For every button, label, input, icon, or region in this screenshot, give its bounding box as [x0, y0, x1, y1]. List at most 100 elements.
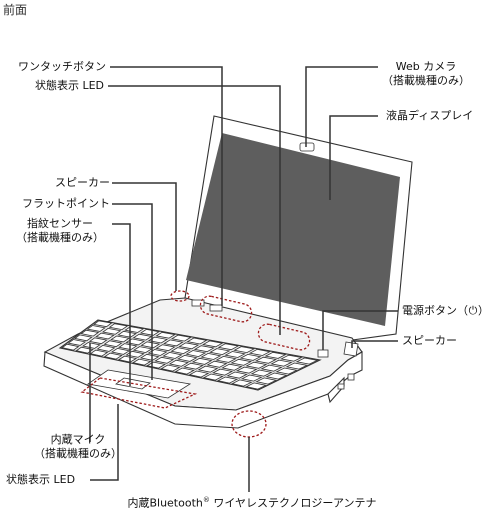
keyboard-key [174, 367, 195, 375]
keyboard-key [86, 325, 106, 332]
keyboard-key [73, 334, 93, 342]
keyboard-key [96, 344, 116, 352]
label-webcam-line2: （搭載機種のみ） [382, 74, 470, 87]
leader-speaker-left [112, 182, 177, 291]
label-bluetooth-reg: ® [202, 496, 210, 504]
keyboard-key [89, 349, 109, 357]
label-bluetooth-prefix: 内蔵Bluetooth [127, 496, 203, 510]
keyboard-key [248, 348, 271, 356]
keyboard-key [212, 368, 234, 376]
label-fingerprint-line1: 指紋センサー [27, 217, 93, 230]
label-status-led-top: 状態表示 LED [34, 79, 104, 92]
keyboard-key [193, 345, 215, 353]
keyboard-key [93, 320, 113, 328]
keyboard-key [245, 382, 267, 390]
keyboard-key [125, 338, 146, 346]
label-bluetooth-suffix: ワイヤレステクノロジーアンテナ [209, 496, 377, 510]
section-title: 前面 [3, 3, 28, 17]
label-fingerprint-line2: （搭載機種のみ） [16, 231, 104, 244]
keyboard-key [178, 342, 200, 350]
keyboard-key [176, 354, 198, 362]
keyboard-key [230, 358, 253, 366]
port [337, 383, 345, 390]
keyboard-key [81, 342, 101, 349]
keyboard-key [95, 332, 115, 340]
label-internal-mic: 内蔵マイク （搭載機種のみ） [26, 433, 130, 461]
keyboard-key [280, 354, 303, 362]
label-internal-mic-line2: （搭載機種のみ） [34, 447, 122, 460]
keyboard-key [139, 328, 160, 336]
leader-fingerprint [112, 223, 131, 386]
label-speaker-right: スピーカー [402, 334, 457, 347]
keyboard-key [155, 344, 176, 352]
label-power-text: 電源ボタン（ [402, 304, 468, 317]
keyboard-key [140, 341, 161, 349]
callout-speaker-left [170, 290, 190, 302]
keyboard-key [163, 339, 184, 347]
keyboard-key [191, 357, 213, 365]
keyboard-key [75, 346, 94, 354]
keyboard-key [170, 347, 191, 355]
keyboard-key [162, 351, 183, 359]
keyboard-key [160, 364, 181, 372]
keyboard-key [250, 369, 273, 377]
label-webcam-line1: Web カメラ [395, 60, 457, 73]
keyboard-key [215, 355, 237, 363]
keyboard-key [80, 329, 100, 337]
leader-speaker-right [351, 340, 398, 348]
keyboard-key [200, 352, 222, 360]
leader-webcam [305, 66, 378, 147]
port [347, 373, 355, 381]
keyboard-key [202, 373, 224, 381]
keyboard-key [103, 352, 123, 360]
leader-lcd [329, 115, 378, 200]
keyboard-key [275, 367, 298, 375]
label-bluetooth-antenna: 内蔵Bluetooth® ワイヤレステクノロジーアンテナ [112, 493, 392, 511]
keyboard-key [183, 362, 204, 370]
keyboard-key [147, 336, 169, 344]
keyboard-key [197, 365, 219, 373]
keyboard-key [265, 372, 288, 380]
keyboard-key [110, 347, 131, 355]
keyboard-key [245, 361, 268, 369]
keyboard-key [170, 334, 192, 342]
keyboard-keys [61, 320, 319, 390]
keyboard-key [186, 337, 208, 345]
one-touch-button [191, 299, 205, 307]
power-button [317, 349, 329, 358]
callout-flat-point [80, 377, 198, 409]
keyboard-key [217, 343, 240, 351]
keyboard-key [202, 340, 224, 348]
label-lcd-display: 液晶ディスプレイ [386, 109, 474, 122]
keyboard-key [88, 337, 108, 345]
keyboard-key [239, 353, 262, 361]
keyboard-key [147, 349, 168, 356]
laptop-illustration [43, 115, 413, 429]
leader-status-led-bottom [90, 404, 119, 481]
label-one-touch-button: ワンタッチボタン [18, 60, 106, 73]
label-fingerprint-sensor: 指紋センサー （搭載機種のみ） [8, 217, 112, 245]
keyboard-key [155, 331, 176, 339]
webcam [299, 142, 315, 152]
leader-flat-point [112, 203, 153, 380]
one-touch-button [209, 304, 223, 312]
keyboard-key [260, 364, 283, 372]
keyboard-key [221, 363, 243, 371]
keyboard-key [209, 348, 231, 356]
keyboard-key [67, 339, 87, 346]
leader-one-touch [110, 66, 223, 306]
keyboard-key [285, 362, 309, 370]
keyboard-key [224, 351, 246, 358]
keyboard-key [108, 323, 129, 331]
callout-status-led [257, 323, 311, 351]
keyboard-key [110, 335, 130, 343]
keyboard-key [188, 370, 210, 378]
label-webcam: Web カメラ （搭載機種のみ） [378, 60, 474, 88]
keyboard-key [233, 346, 256, 354]
label-speaker-left: スピーカー [55, 176, 110, 189]
label-power-button: 電源ボタン（⏻） [402, 304, 489, 318]
keyboard-key [216, 376, 239, 384]
keyboard-key [132, 333, 153, 341]
keyboard-key [206, 360, 228, 368]
